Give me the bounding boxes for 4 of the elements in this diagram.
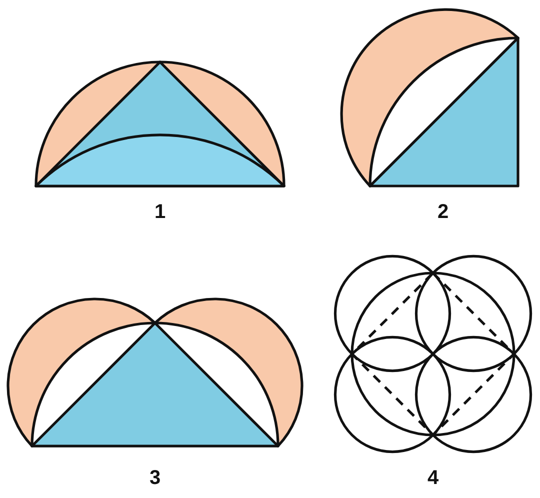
figure-number: 4	[427, 467, 439, 489]
figure-number: 3	[149, 467, 161, 489]
figure-number: 1	[154, 201, 166, 223]
figure-number: 2	[437, 201, 449, 223]
